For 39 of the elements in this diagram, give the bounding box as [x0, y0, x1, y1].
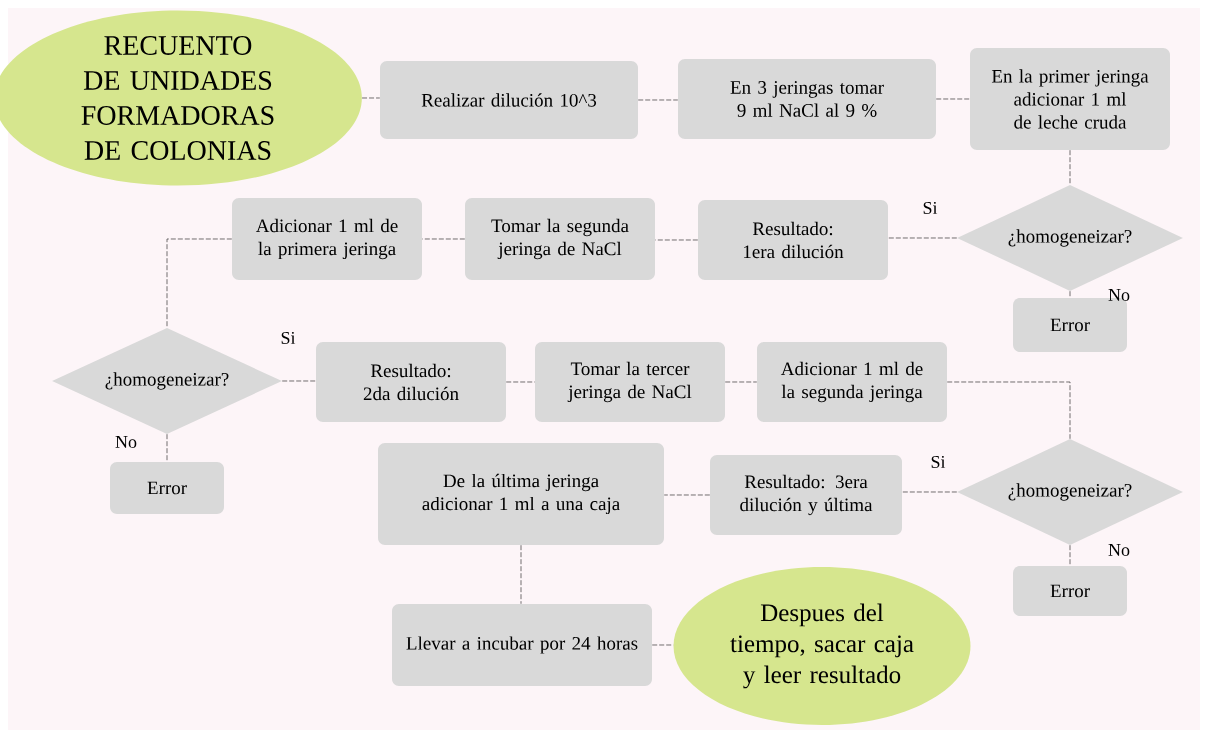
process-box: Tomar la segunda jeringa de NaCl: [465, 198, 655, 280]
connector-line: [651, 644, 674, 646]
edge-label: No: [115, 436, 137, 448]
edge-label: No: [1108, 544, 1130, 556]
edge-label: Si: [281, 331, 296, 345]
process-box: Adicionar 1 ml de la segunda jeringa: [757, 342, 947, 422]
connector-line: [166, 433, 168, 463]
connector-line: [281, 380, 317, 382]
connector-line: [1069, 290, 1071, 299]
process-box: Tomar la tercer jeringa de NaCl: [535, 342, 725, 422]
process-box: Llevar a incubar por 24 horas: [392, 604, 652, 686]
process-box: En 3 jeringas tomar 9 ml NaCl al 9 %: [678, 59, 936, 139]
connector-line: [1069, 149, 1071, 186]
process-box: Resultado: 1era dilución: [698, 200, 888, 280]
process-box: Error: [110, 462, 224, 514]
connector-line: [724, 381, 758, 383]
connector-line: [637, 99, 679, 101]
connector-line: [887, 237, 958, 239]
connector-line: [361, 97, 381, 99]
process-box: Adicionar 1 ml de la primera jeringa: [232, 198, 422, 280]
process-box: De la última jeringa adicionar 1 ml a una caja: [378, 443, 664, 545]
edge-label: No: [1108, 289, 1130, 301]
connector-line: [520, 544, 522, 605]
process-box: Resultado: 2da dilución: [316, 342, 506, 422]
connector-line: [166, 238, 233, 329]
process-box: Realizar dilución 10^3: [380, 61, 638, 139]
edge-label: Si: [923, 201, 938, 215]
process-box: En la primer jeringa adicionar 1 ml de leche cruda: [970, 48, 1170, 150]
connector-line: [663, 494, 711, 496]
edge-label: Si: [931, 455, 946, 469]
connector-line: [421, 238, 466, 240]
connector-line: [935, 98, 971, 100]
process-box: Error: [1013, 566, 1127, 616]
connector-line: [901, 491, 958, 493]
connector-line: [1069, 544, 1071, 567]
connector-line: [946, 381, 1071, 440]
process-box: Resultado: 3era dilución y última: [710, 455, 902, 535]
connector-line: [654, 239, 699, 241]
connector-line: [505, 381, 536, 383]
